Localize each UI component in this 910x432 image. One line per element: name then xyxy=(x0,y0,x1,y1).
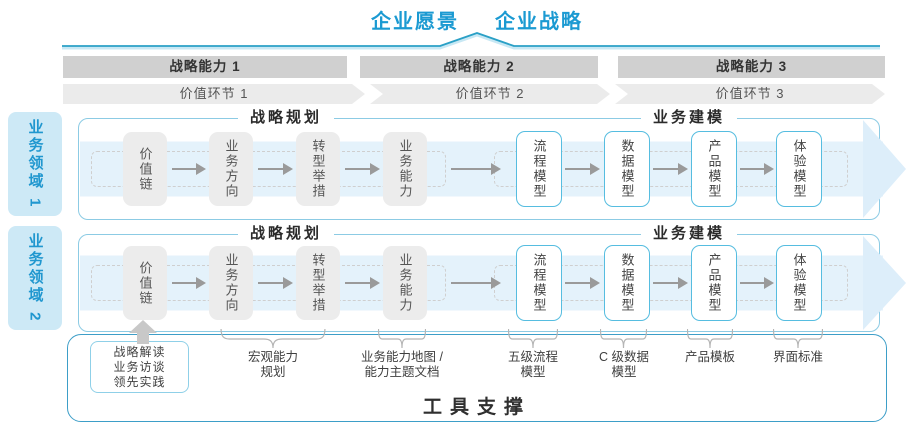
dashed-group-planning xyxy=(91,151,446,187)
practice-line: 战略解读 xyxy=(113,344,166,359)
process-box: 业务方向 xyxy=(209,132,253,206)
domain-label-2: 业务领域 2 xyxy=(8,226,62,330)
section-header-modeling: 业务建模 xyxy=(640,224,738,244)
flow-arrow-icon xyxy=(172,277,206,289)
flow-arrowhead xyxy=(863,120,906,218)
practice-box: 战略解读 业务访谈 领先实践 xyxy=(90,341,189,393)
model-box: 体验模型 xyxy=(776,131,822,207)
value-link-chevron-1: 价值环节 1 xyxy=(63,84,365,104)
flow-arrow-icon xyxy=(451,277,501,289)
domain-label-1: 业务领域 1 xyxy=(8,112,62,216)
flow-arrow-icon xyxy=(345,277,380,289)
title-underline xyxy=(62,32,880,50)
model-box: 数据模型 xyxy=(604,131,650,207)
vision-title: 企业愿景 xyxy=(371,11,459,33)
note-label: 宏观能力 规划 xyxy=(247,350,299,379)
brace-icon xyxy=(600,329,647,349)
model-box: 体验模型 xyxy=(776,245,822,321)
process-box: 价值链 xyxy=(123,132,167,206)
model-box: 流程模型 xyxy=(516,131,562,207)
model-box: 产品模型 xyxy=(691,131,737,207)
note-label: 五级流程 模型 xyxy=(507,350,559,379)
capability-bar-2: 战略能力 2 xyxy=(360,56,598,78)
flow-arrow-icon xyxy=(258,277,293,289)
model-box: 流程模型 xyxy=(516,245,562,321)
practice-line: 领先实践 xyxy=(113,374,166,389)
note-label: 界面标准 xyxy=(772,350,824,364)
flow-arrow-icon xyxy=(653,277,688,289)
capability-bar-1: 战略能力 1 xyxy=(63,56,347,78)
flow-arrow-icon xyxy=(740,277,774,289)
process-box: 价值链 xyxy=(123,246,167,320)
note-label: C 级数据 模型 xyxy=(598,350,650,379)
brace-icon xyxy=(378,329,426,349)
process-box: 业务能力 xyxy=(383,132,427,206)
process-box: 转型举措 xyxy=(296,132,340,206)
section-header-planning: 战略规划 xyxy=(237,224,335,244)
capability-bar-3: 战略能力 3 xyxy=(618,56,885,78)
note-label: 产品模板 xyxy=(684,350,736,364)
flow-arrow-icon xyxy=(740,163,774,175)
flow-arrow-icon xyxy=(345,163,380,175)
strategy-title: 企业战略 xyxy=(495,11,583,33)
value-link-chevron-3: 价值环节 3 xyxy=(615,84,885,104)
process-box: 业务方向 xyxy=(209,246,253,320)
flow-arrow-icon xyxy=(565,163,600,175)
model-box: 产品模型 xyxy=(691,245,737,321)
section-header-modeling: 业务建模 xyxy=(640,108,738,128)
tools-support-container xyxy=(67,334,887,422)
value-link-chevron-2: 价值环节 2 xyxy=(370,84,610,104)
flow-arrowhead xyxy=(863,236,906,330)
flow-arrow-icon xyxy=(565,277,600,289)
brace-icon xyxy=(773,329,823,349)
flow-arrow-icon xyxy=(653,163,688,175)
brace-icon xyxy=(687,329,733,349)
flow-arrow-icon xyxy=(258,163,293,175)
flow-arrow-icon xyxy=(451,163,501,175)
note-label: 业务能力地图 / 能力主题文档 xyxy=(361,350,443,379)
process-box: 业务能力 xyxy=(383,246,427,320)
flow-arrow-icon xyxy=(172,163,206,175)
section-header-planning: 战略规划 xyxy=(237,108,335,128)
practice-line: 业务访谈 xyxy=(113,359,166,374)
process-box: 转型举措 xyxy=(296,246,340,320)
brace-icon xyxy=(220,329,326,349)
tools-support-title: 工具支撑 xyxy=(422,397,531,418)
model-box: 数据模型 xyxy=(604,245,650,321)
process-row-1: 战略规划 业务建模 价值链 业务方向 转型举措 业务能力 流程模型 数据模型 产… xyxy=(78,108,906,220)
brace-icon xyxy=(508,329,558,349)
process-row-2: 战略规划 业务建模 价值链 业务方向 转型举措 业务能力 流程模型 数据模型 产… xyxy=(78,224,906,332)
up-arrow-icon xyxy=(129,320,157,344)
page-title: 企业愿景 企业战略 xyxy=(22,5,910,34)
dashed-group-planning xyxy=(91,265,446,301)
